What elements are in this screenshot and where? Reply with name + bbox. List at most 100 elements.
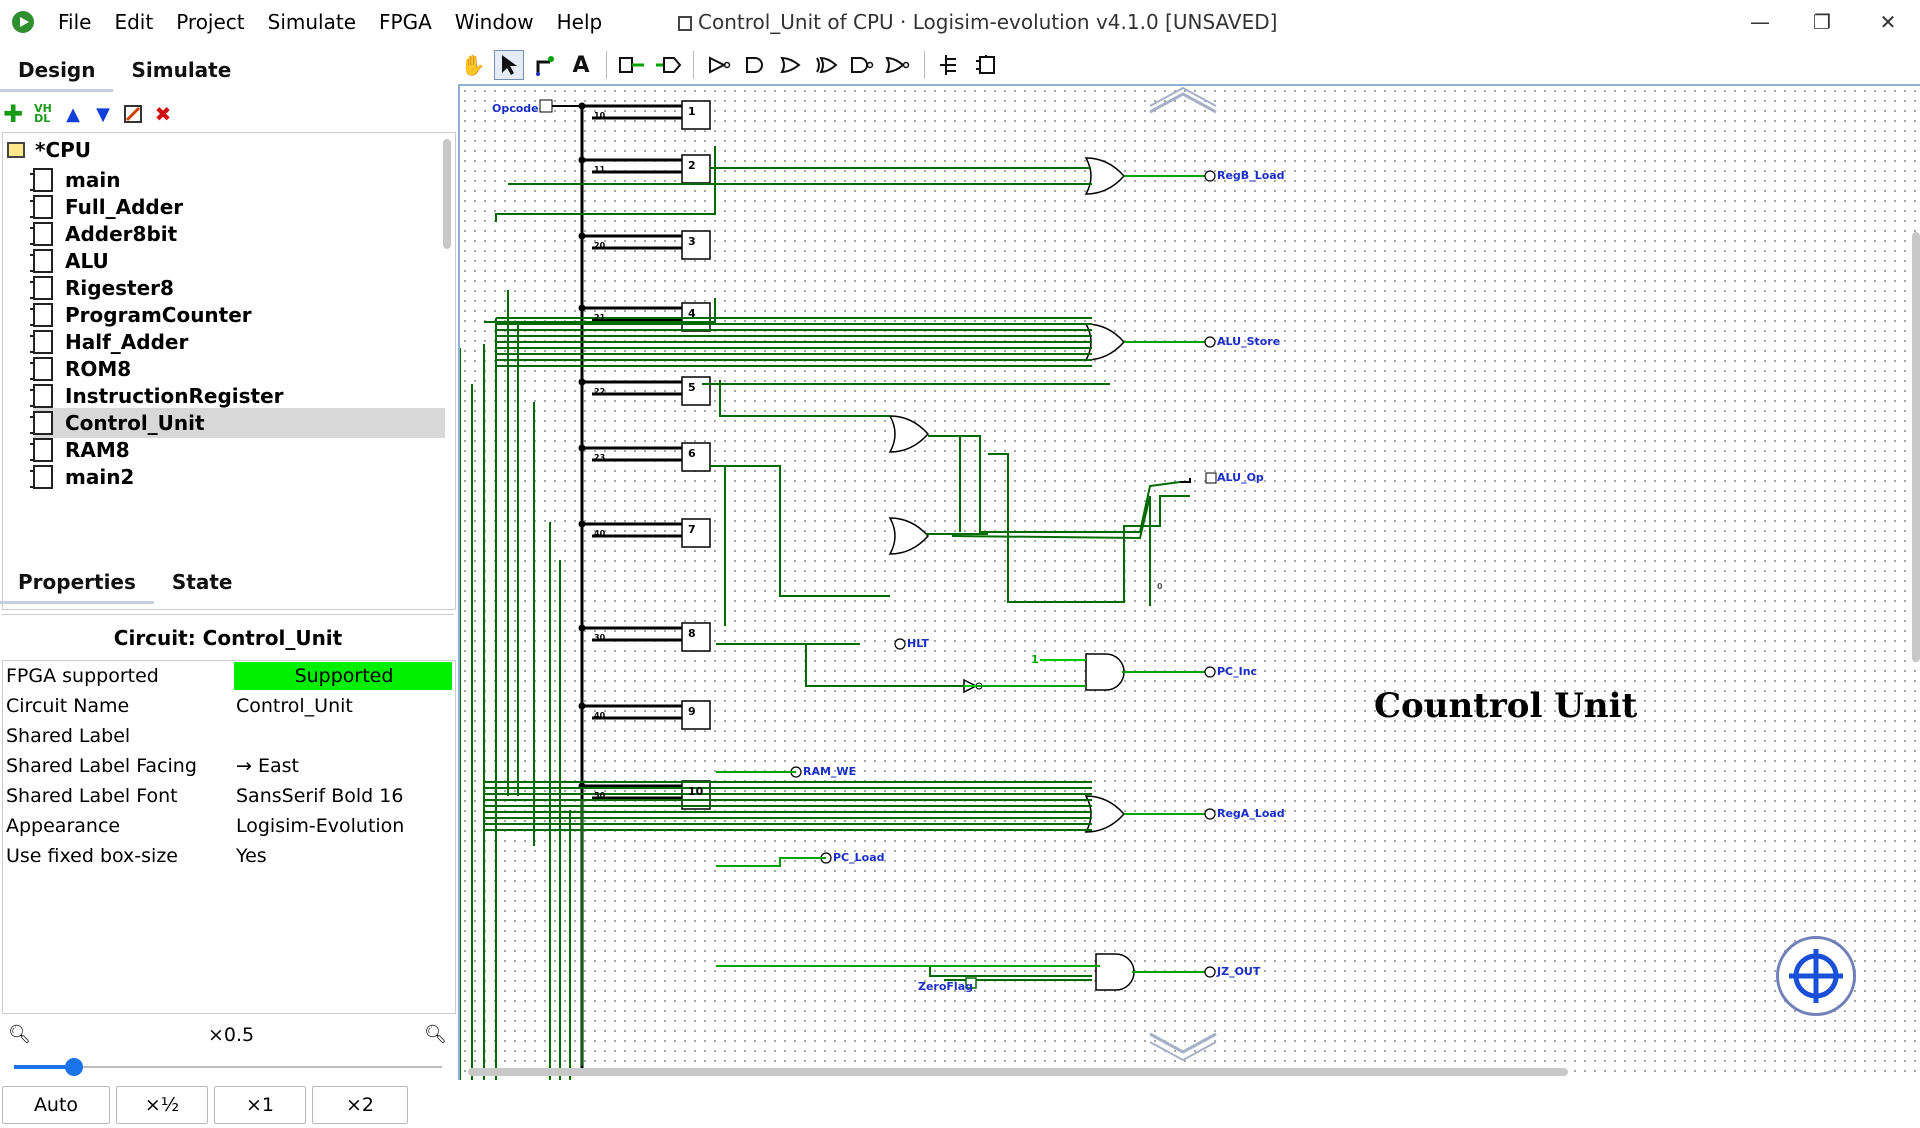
add-circuit-icon[interactable]: ✚ — [2, 100, 24, 128]
zoom-in-icon[interactable]: 🔍︎ — [424, 1024, 447, 1045]
circuit-chip-icon — [30, 168, 53, 192]
nand-gate-icon[interactable] — [848, 50, 878, 80]
tab-state[interactable]: State — [171, 570, 233, 594]
title-bar: File Edit Project Simulate FPGA Window H… — [0, 0, 1920, 44]
navigate-button[interactable] — [1776, 936, 1856, 1016]
property-row[interactable]: FPGA supported Supported — [3, 661, 455, 691]
tree-item-alu[interactable]: ALU — [30, 246, 445, 276]
save-icon — [678, 16, 692, 31]
tree-scrollbar[interactable] — [443, 139, 451, 249]
comparator-constant-label: 21 — [594, 313, 606, 322]
zoom-half-button[interactable]: ×½ — [116, 1086, 208, 1124]
menu-bar: File Edit Project Simulate FPGA Window H… — [58, 10, 625, 34]
tree-item-programcounter[interactable]: ProgramCounter — [30, 300, 445, 330]
property-row[interactable]: Shared Label Font SansSerif Bold 16 — [3, 781, 455, 811]
add-vhdl-icon[interactable]: VH DL — [34, 102, 52, 125]
tree-item-instructionregister[interactable]: InstructionRegister — [30, 381, 445, 411]
zoom-out-icon[interactable]: 🔍︎ — [8, 1024, 31, 1045]
tree-item-half_adder[interactable]: Half_Adder — [30, 327, 445, 357]
tree-root[interactable]: *CPU — [7, 135, 91, 165]
wiring-icon[interactable] — [530, 50, 560, 80]
opcode-input-pin[interactable] — [539, 99, 553, 113]
menu-file[interactable]: File — [58, 10, 92, 34]
zoom-slider-thumb[interactable] — [64, 1058, 83, 1076]
canvas-horizontal-scrollbar[interactable] — [468, 1068, 1568, 1076]
comparator-box — [681, 376, 711, 406]
hand-poke-icon[interactable]: ✋ — [460, 53, 486, 77]
project-toolbar: ✚ VH DL ▲ ▼ ✖ — [2, 100, 174, 128]
maximize-button[interactable]: ❐ — [1813, 10, 1831, 34]
comparator-label: 7 — [688, 523, 696, 536]
tree-item-rom8[interactable]: ROM8 — [30, 354, 445, 384]
circuit-chip-icon — [30, 465, 53, 489]
scroll-down-chevron-icon[interactable] — [1149, 1041, 1217, 1062]
circuit-chip-icon — [30, 411, 53, 435]
property-row[interactable]: Shared Label — [3, 721, 455, 751]
zoom-two-button[interactable]: ×2 — [312, 1086, 408, 1124]
scroll-down-chevron-icon[interactable] — [1149, 1032, 1217, 1054]
property-row[interactable]: Appearance Logisim-Evolution — [3, 811, 455, 841]
input-pin-icon[interactable] — [617, 50, 647, 80]
properties-table: FPGA supported Supported Circuit Name Co… — [2, 660, 456, 1014]
splitter-icon[interactable] — [935, 50, 965, 80]
edit-appearance-icon[interactable] — [122, 103, 144, 125]
circuit-chip-icon — [30, 438, 53, 462]
or-gate — [1084, 795, 1126, 833]
tab-design[interactable]: Design — [0, 48, 114, 92]
property-value: Supported — [234, 662, 452, 690]
menu-project[interactable]: Project — [176, 10, 245, 34]
menu-window[interactable]: Window — [454, 10, 534, 34]
output-label-pc_load: PC_Load — [833, 851, 885, 864]
output-label-regb_load: RegB_Load — [1217, 169, 1285, 182]
output-pin — [1204, 966, 1216, 978]
zoom-slider-track[interactable] — [14, 1058, 442, 1076]
zoom-one-button[interactable]: ×1 — [214, 1086, 306, 1124]
output-wires — [716, 685, 1100, 967]
tree-item-label: main — [65, 168, 121, 192]
xor-gate-icon[interactable] — [812, 50, 842, 80]
scroll-up-chevron-icon[interactable] — [1149, 86, 1217, 107]
output-pin-icon[interactable] — [653, 50, 683, 80]
tree-item-full_adder[interactable]: Full_Adder — [30, 192, 445, 222]
property-row[interactable]: Circuit Name Control_Unit — [3, 691, 455, 721]
select-arrow-icon[interactable] — [494, 50, 524, 80]
or-gate-icon[interactable] — [776, 50, 806, 80]
zoom-auto-button[interactable]: Auto — [2, 1086, 110, 1124]
tab-properties[interactable]: Properties — [0, 560, 154, 604]
delete-circuit-icon[interactable]: ✖ — [154, 102, 172, 126]
canvas-vertical-scrollbar[interactable] — [1912, 232, 1920, 662]
tree-item-main2[interactable]: main2 — [30, 462, 445, 492]
and-gate-icon[interactable] — [740, 50, 770, 80]
tab-simulate[interactable]: Simulate — [131, 58, 232, 82]
property-value: Control_Unit — [236, 695, 353, 717]
tree-item-label: Half_Adder — [65, 330, 189, 354]
circuit-chip-icon — [30, 195, 53, 219]
tree-item-rigester8[interactable]: Rigester8 — [30, 273, 445, 303]
close-button[interactable]: ✕ — [1879, 10, 1897, 34]
output-pin — [1204, 170, 1216, 182]
tree-item-main[interactable]: main — [30, 165, 445, 195]
output-pin — [894, 638, 906, 650]
property-row[interactable]: Shared Label Facing → East — [3, 751, 455, 781]
minimize-button[interactable]: — — [1750, 10, 1770, 34]
comparator-label: 9 — [688, 705, 696, 718]
alu-op-wire — [926, 435, 988, 535]
or-gate — [888, 517, 930, 555]
nor-gate-icon[interactable] — [884, 50, 914, 80]
not-gate-icon[interactable] — [704, 50, 734, 80]
tree-item-ram8[interactable]: RAM8 — [30, 435, 445, 465]
menu-fpga[interactable]: FPGA — [379, 10, 432, 34]
text-icon[interactable]: A — [572, 52, 590, 78]
move-down-icon[interactable]: ▼ — [96, 103, 110, 125]
menu-simulate[interactable]: Simulate — [267, 10, 357, 34]
hlt-wires — [716, 643, 964, 687]
move-up-icon[interactable]: ▲ — [66, 103, 80, 125]
tree-item-adder8bit[interactable]: Adder8bit — [30, 219, 445, 249]
tunnel-icon[interactable] — [971, 50, 1001, 80]
tree-item-control_unit[interactable]: Control_Unit — [30, 408, 445, 438]
property-row[interactable]: Use fixed box-size Yes — [3, 841, 455, 871]
menu-help[interactable]: Help — [556, 10, 603, 34]
menu-edit[interactable]: Edit — [114, 10, 154, 34]
scroll-up-chevron-icon[interactable] — [1149, 92, 1217, 114]
